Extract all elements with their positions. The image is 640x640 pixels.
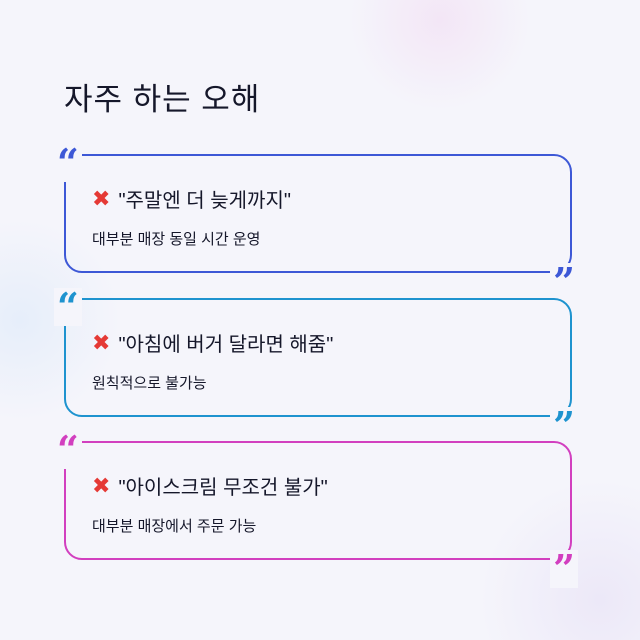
quote-open-icon: “ (54, 144, 82, 182)
misconception-card-2: “ ✖ "아침에 버거 달라면 해줌" 원칙적으로 불가능 ” (54, 288, 578, 445)
cross-icon: ✖ (92, 472, 111, 498)
misconception-card-3: “ ✖ "아이스크림 무조건 불가" 대부분 매장에서 주문 가능 ” (54, 431, 578, 588)
cross-icon: ✖ (92, 185, 111, 211)
card-detail: 원칙적으로 불가능 (92, 375, 207, 392)
page-title: 자주 하는 오해 (64, 82, 261, 117)
cross-icon: ✖ (92, 329, 111, 355)
quote-close-icon: ” (550, 550, 578, 588)
quote-close-icon: ” (550, 263, 578, 301)
quote-open-icon: “ (54, 431, 82, 469)
quote-open-icon: “ (54, 288, 82, 326)
card-heading: "아침에 버거 달라면 해줌" (118, 334, 334, 356)
misconception-card-1: “ ✖ "주말엔 더 늦게까지" 대부분 매장 동일 시간 운영 ” (54, 144, 578, 301)
quote-close-icon: ” (550, 407, 578, 445)
card-detail: 대부분 매장에서 주문 가능 (92, 518, 257, 535)
card-heading: "주말엔 더 늦게까지" (118, 190, 291, 212)
card-heading: "아이스크림 무조건 불가" (118, 477, 328, 499)
card-detail: 대부분 매장 동일 시간 운영 (92, 231, 261, 248)
